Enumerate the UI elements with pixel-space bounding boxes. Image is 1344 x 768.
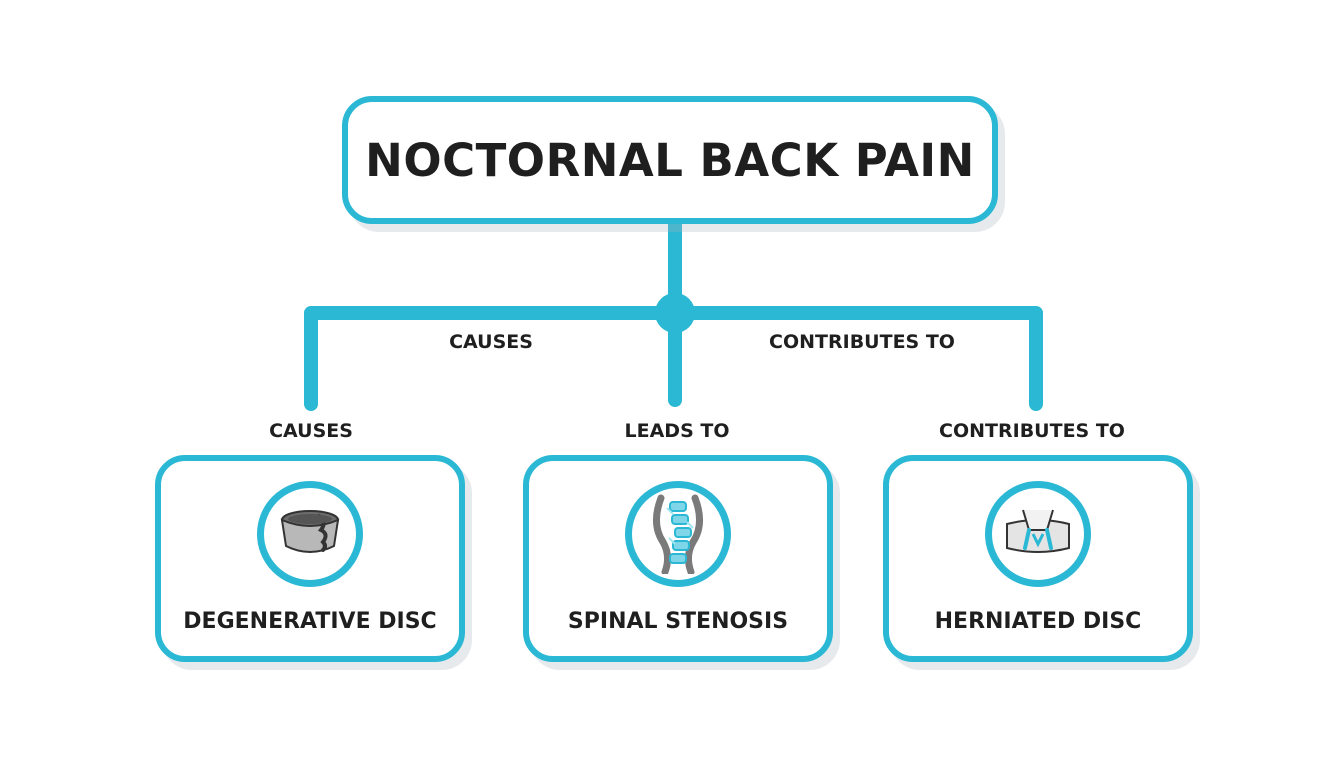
icon-ring xyxy=(985,481,1091,587)
root-title: NOCTORNAL BACK PAIN xyxy=(365,133,975,187)
branch-left-line xyxy=(304,306,682,411)
root-node: NOCTORNAL BACK PAIN xyxy=(342,96,998,224)
child-node-spinal-stenosis: SPINAL STENOSIS xyxy=(523,455,833,662)
child-node-herniated-disc: HERNIATED DISC xyxy=(883,455,1193,662)
branch-label-left: CAUSES xyxy=(449,331,533,353)
child-label: DEGENERATIVE DISC xyxy=(183,609,437,634)
branch-right-line xyxy=(668,306,1043,411)
edge-label-herniated: CONTRIBUTES TO xyxy=(939,420,1125,442)
child-label: HERNIATED DISC xyxy=(934,609,1142,634)
edge-label-degenerative: CAUSES xyxy=(269,420,353,442)
spinal-stenosis-icon xyxy=(653,494,703,574)
branch-label-right: CONTRIBUTES TO xyxy=(769,331,955,353)
child-node-degenerative-disc: DEGENERATIVE DISC xyxy=(155,455,465,662)
herniated-disc-icon xyxy=(1006,509,1070,553)
icon-ring xyxy=(625,481,731,587)
icon-ring xyxy=(257,481,363,587)
edge-label-stenosis: LEADS TO xyxy=(624,420,730,442)
child-label: SPINAL STENOSIS xyxy=(567,609,789,634)
junction-node xyxy=(655,293,695,333)
degenerative-disc-icon xyxy=(280,510,340,553)
